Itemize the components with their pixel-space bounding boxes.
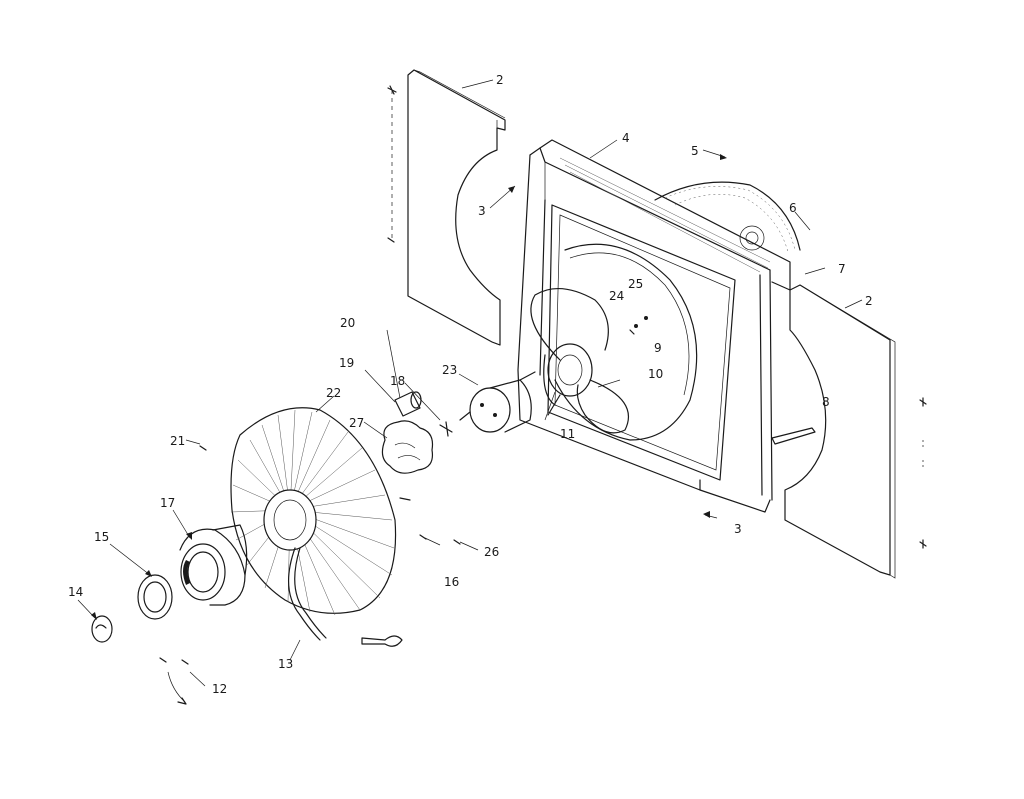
callout-9: 9 [654,341,662,355]
right-side-panel [771,284,927,579]
callout-3-top: 3 [478,204,486,218]
callout-22: 22 [326,386,341,400]
back-shroud [654,181,801,253]
motor [459,371,536,433]
callout-15: 15 [94,530,109,544]
callout-13: 13 [278,657,293,671]
left-side-panel [387,69,506,346]
callout-5: 5 [691,144,699,158]
fan-blade [530,287,630,434]
callout-4: 4 [622,131,630,145]
callout-14: 14 [68,585,83,599]
callout-25: 25 [628,277,643,291]
callout-10: 10 [648,367,663,381]
callout-17: 17 [160,496,175,510]
callout-labels: 2 2 3 3 4 5 6 7 8 9 10 11 12 13 14 15 16… [68,73,873,696]
loose-screws [159,445,461,705]
callout-21: 21 [170,434,185,448]
callout-8: 8 [822,395,830,409]
hardware-dots [629,316,648,335]
callout-18: 18 [390,374,405,388]
callout-20: 20 [340,316,355,330]
callout-3-bottom: 3 [734,522,742,536]
callout-7: 7 [838,262,846,276]
callout-23: 23 [442,363,457,377]
callout-24: 24 [609,289,624,303]
cabinet-housing [517,139,791,513]
leader-lines [77,79,863,687]
callout-2-left: 2 [496,73,504,87]
callout-16: 16 [444,575,459,589]
callout-19: 19 [339,356,354,370]
callout-12: 12 [212,682,227,696]
grille [230,407,403,647]
callout-6: 6 [789,201,797,215]
control-knob [91,615,113,643]
callout-2-right: 2 [865,294,873,308]
callout-27: 27 [349,416,364,430]
gasket-ring [137,574,173,620]
front-bezel [179,524,248,606]
callout-26: 26 [484,545,499,559]
switch-knob-parts [381,391,453,474]
callout-11: 11 [560,427,575,441]
